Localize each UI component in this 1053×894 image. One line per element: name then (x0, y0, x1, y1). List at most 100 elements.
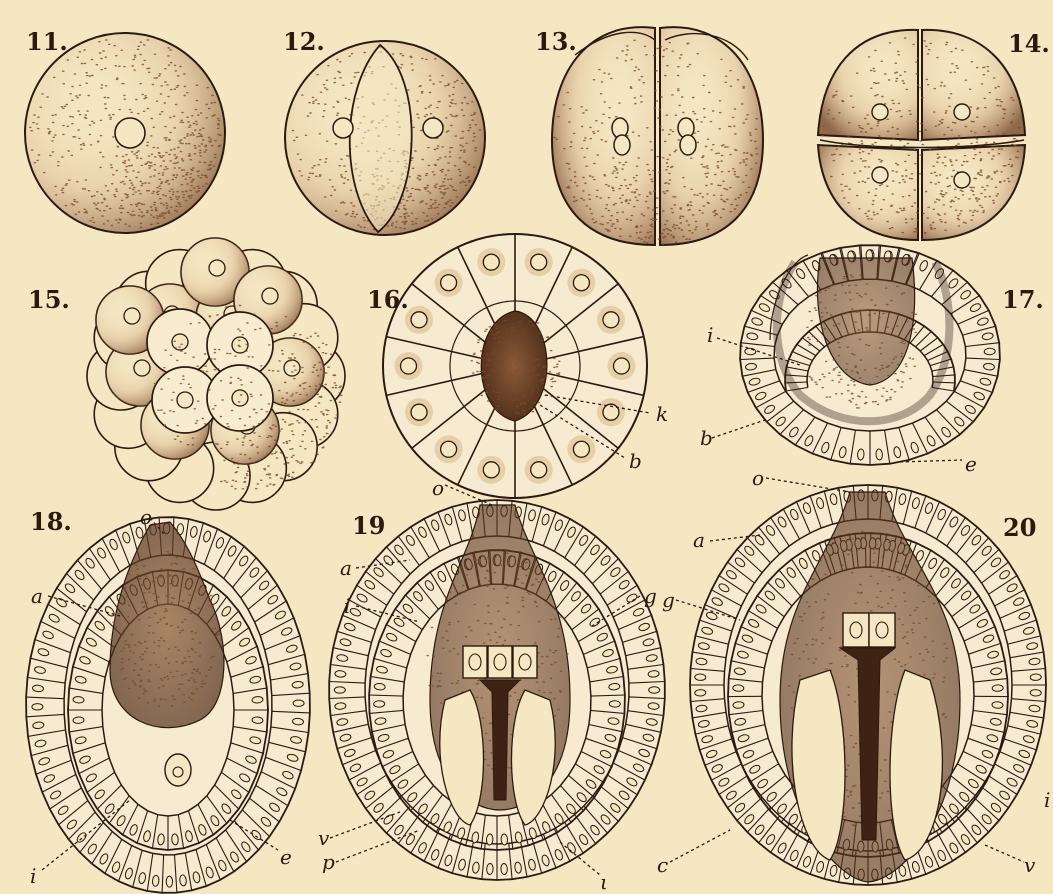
nucleus (374, 701, 385, 708)
figure-20-gastrula (690, 485, 1046, 885)
nucleus (441, 275, 457, 291)
figure-number-14: 14. (1008, 32, 1050, 56)
label-a-18: a (31, 586, 43, 606)
nucleus (483, 254, 499, 270)
nucleus (733, 701, 744, 708)
label-v-19: v (318, 828, 329, 848)
figure-18-gastrula (26, 517, 310, 893)
label-o-19: o (432, 478, 444, 498)
figure-number-18: 18. (30, 510, 72, 534)
figure-number-19: 19 (352, 514, 385, 538)
nucleus (733, 685, 744, 692)
nucleus (954, 104, 970, 120)
nucleus (284, 360, 300, 376)
nucleus-left (333, 118, 353, 138)
figure-16-blastula (383, 234, 647, 498)
label-c-20: c (657, 855, 668, 875)
label-i-18: i (30, 866, 36, 886)
label-a-20: a (693, 530, 705, 550)
nucleus (1030, 689, 1041, 696)
nucleus-right (423, 118, 443, 138)
nucleus (171, 834, 178, 845)
nucleus (876, 449, 883, 460)
nucleus (411, 312, 427, 328)
nucleus (483, 462, 499, 478)
nucleus (857, 449, 864, 460)
nucleus (134, 360, 150, 376)
nucleus (531, 462, 547, 478)
nucleus (614, 135, 630, 155)
label-g-19: g (644, 586, 657, 606)
nucleus (262, 288, 278, 304)
label-e-18: e (280, 847, 292, 867)
nucleus (614, 358, 630, 374)
nucleus (649, 687, 660, 693)
nucleus (411, 404, 427, 420)
nucleus (501, 863, 508, 874)
nucleus (573, 441, 589, 457)
nucleus (252, 696, 263, 703)
figure-15-morula (87, 238, 345, 510)
label-iota-19: ι (600, 872, 608, 892)
nucleus (519, 654, 531, 670)
nucleus (745, 348, 756, 355)
nucleus (32, 704, 43, 711)
nucleus (984, 348, 995, 355)
leader-v-20 (985, 845, 1024, 862)
figure-13-two-cell (552, 27, 763, 245)
nucleus (992, 701, 1003, 708)
figure-19-gastrula (329, 500, 665, 880)
nucleus (124, 308, 140, 324)
nucleus (992, 685, 1003, 692)
nucleus (850, 622, 862, 638)
figure-number-11: 11. (26, 30, 68, 54)
label-g-20: g (662, 590, 675, 610)
leader-o-20 (766, 478, 850, 492)
label-i-17: i (707, 325, 713, 345)
nucleus (603, 312, 619, 328)
nucleus (401, 358, 417, 374)
label-k: k (656, 404, 668, 424)
nucleus (501, 834, 508, 845)
nucleus (232, 390, 248, 406)
nucleus (872, 104, 888, 120)
nucleus (573, 275, 589, 291)
nucleus (166, 876, 173, 887)
nucleus (695, 689, 706, 696)
nucleus (469, 654, 481, 670)
figure-number-15: 15. (28, 288, 70, 312)
label-b-17: b (700, 428, 713, 448)
nucleus (115, 118, 145, 148)
leader-b-17 (712, 420, 765, 438)
figure-14-four-cell (818, 30, 1025, 240)
nucleus (73, 696, 84, 703)
label-i-19: i (344, 596, 350, 616)
label-o-20: o (752, 468, 764, 488)
nucleus (695, 674, 706, 681)
figure-11-egg-cell (25, 33, 225, 233)
nucleus (1030, 674, 1041, 681)
label-o-18: o (140, 507, 152, 527)
label-a-19: a (340, 558, 352, 578)
label-p-19: p (322, 852, 335, 872)
nucleus (494, 654, 506, 670)
figure-number-12: 12. (283, 30, 325, 54)
nucleus (531, 254, 547, 270)
figure-number-16: 16. (367, 288, 409, 312)
nucleus (209, 260, 225, 276)
nucleus (252, 717, 263, 724)
nucleus (486, 863, 493, 874)
nucleus (680, 135, 696, 155)
figure-number-13: 13. (535, 30, 577, 54)
pole-nucleus (173, 767, 183, 777)
label-i-20: i (1044, 790, 1050, 810)
nucleus (486, 834, 493, 845)
nucleus (954, 172, 970, 188)
label-v-20: v (1024, 855, 1035, 875)
label-b-16: b (629, 451, 642, 471)
nucleus (609, 701, 620, 708)
label-e-17: e (965, 454, 977, 474)
nucleus (876, 622, 888, 638)
leader-c-20 (670, 830, 730, 862)
figure-17-gastrula (740, 245, 1000, 465)
